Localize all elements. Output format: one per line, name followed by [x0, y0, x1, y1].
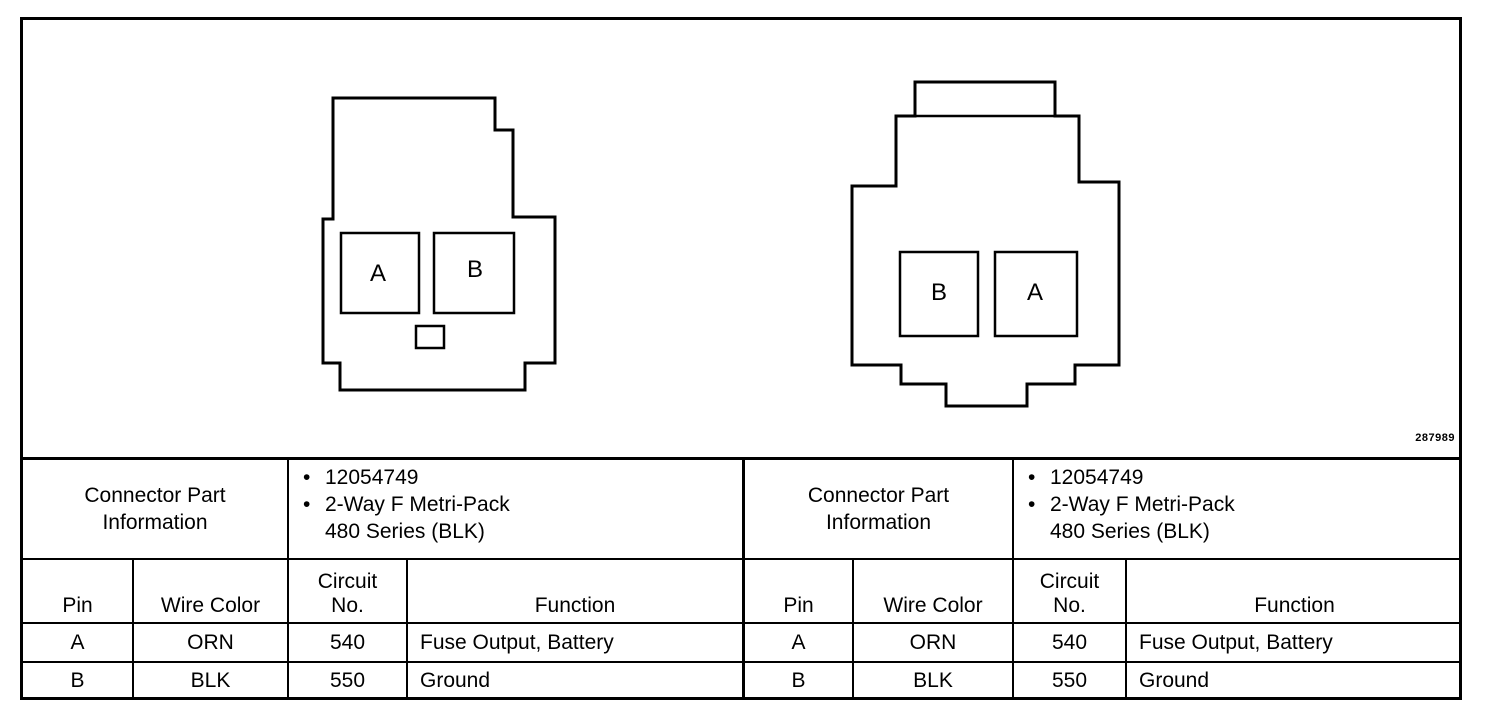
left-header-wire-color: Wire Color [132, 557, 289, 625]
right-connector-cavity-1 [898, 250, 980, 338]
left-description-line1: 2-Way F Metri-Pack [325, 493, 510, 516]
right-part-info: • 12054749 • 2-Way F Metri-Pack 480 Series… [1012, 460, 1462, 560]
right-part-number: 12054749 [1050, 466, 1144, 489]
wire-color-cell: ORN [132, 622, 289, 663]
right-pinout-table: Connector Part Information • 12054749 • 2-… [745, 460, 1462, 700]
left-connector-table: Connector Part Information • 12054749 • 2-… [23, 460, 742, 700]
right-header-function: Function [1125, 557, 1462, 625]
right-info-label: Connector Part Information [745, 460, 1014, 560]
table-row: A ORN 540 Fuse Output, Battery [745, 622, 1462, 663]
right-cavity-1-label: B [931, 279, 947, 306]
left-info-label-text: Connector Part Information [84, 483, 226, 534]
right-description-line1: 2-Way F Metri-Pack [1050, 493, 1235, 516]
circuit-cell: 550 [1012, 660, 1127, 700]
left-header-circuit: Circuit No. [287, 557, 408, 625]
right-header-wire-color: Wire Color [852, 557, 1014, 625]
left-connector-cavity-2 [432, 231, 516, 315]
table-row: A ORN 540 Fuse Output, Battery [23, 622, 742, 663]
left-connector-outline [321, 96, 557, 392]
right-connector-table: Connector Part Information • 12054749 • 2-… [742, 460, 1462, 700]
function-cell: Fuse Output, Battery [1125, 622, 1462, 663]
left-connector-view [321, 96, 557, 392]
left-description-line2: 480 Series (BLK) [325, 520, 485, 543]
function-cell: Ground [1125, 660, 1462, 700]
connector-diagram-frame: A B B A 287989 Connector Part Informatio… [20, 17, 1462, 700]
left-connector-cavity-1 [339, 231, 421, 315]
left-cavity-2-label: B [467, 256, 483, 283]
bullet-icon: • [303, 493, 311, 516]
function-cell: Fuse Output, Battery [406, 622, 742, 663]
left-part-number: 12054749 [325, 466, 419, 489]
pin-cell: B [745, 660, 854, 700]
right-description-line2: 480 Series (BLK) [1050, 520, 1210, 543]
left-info-row: Connector Part Information • 12054749 • 2-… [23, 460, 742, 560]
right-connector-cavity-2 [993, 250, 1079, 338]
right-header-circuit: Circuit No. [1012, 557, 1127, 625]
left-header-row: Pin Wire Color Circuit No. Function [23, 557, 742, 625]
left-info-label: Connector Part Information [23, 460, 289, 560]
pin-cell: A [23, 622, 134, 663]
connector-tables: Connector Part Information • 12054749 • 2-… [23, 457, 1462, 700]
connector-views: A B B A [321, 80, 1121, 408]
right-info-row: Connector Part Information • 12054749 • 2-… [745, 460, 1462, 560]
left-pinout-table: Connector Part Information • 12054749 • 2-… [23, 460, 742, 700]
connector-drawing-area: A B B A 287989 [23, 20, 1459, 457]
bullet-icon: • [303, 466, 311, 489]
right-connector-outline [850, 80, 1121, 408]
right-info-label-text: Connector Part Information [807, 483, 950, 534]
function-cell: Ground [406, 660, 742, 700]
left-cavity-1-label: A [370, 260, 386, 287]
wire-color-cell: BLK [132, 660, 289, 700]
left-header-pin: Pin [23, 557, 134, 625]
table-row: B BLK 550 Ground [745, 660, 1462, 700]
left-part-info: • 12054749 • 2-Way F Metri-Pack 480 Series… [287, 460, 742, 560]
pin-cell: B [23, 660, 134, 700]
wire-color-cell: BLK [852, 660, 1014, 700]
right-header-row: Pin Wire Color Circuit No. Function [745, 557, 1462, 625]
wire-color-cell: ORN [852, 622, 1014, 663]
circuit-cell: 540 [287, 622, 408, 663]
figure-id: 287989 [1415, 432, 1455, 444]
left-connector-latch [414, 324, 446, 350]
circuit-cell: 550 [287, 660, 408, 700]
bullet-icon: • [1028, 493, 1036, 516]
right-header-pin: Pin [745, 557, 854, 625]
left-header-function: Function [406, 557, 742, 625]
table-row: B BLK 550 Ground [23, 660, 742, 700]
right-cavity-2-label: A [1027, 279, 1043, 306]
circuit-cell: 540 [1012, 622, 1127, 663]
right-connector-view [850, 80, 1121, 408]
pin-cell: A [745, 622, 854, 663]
bullet-icon: • [1028, 466, 1036, 489]
